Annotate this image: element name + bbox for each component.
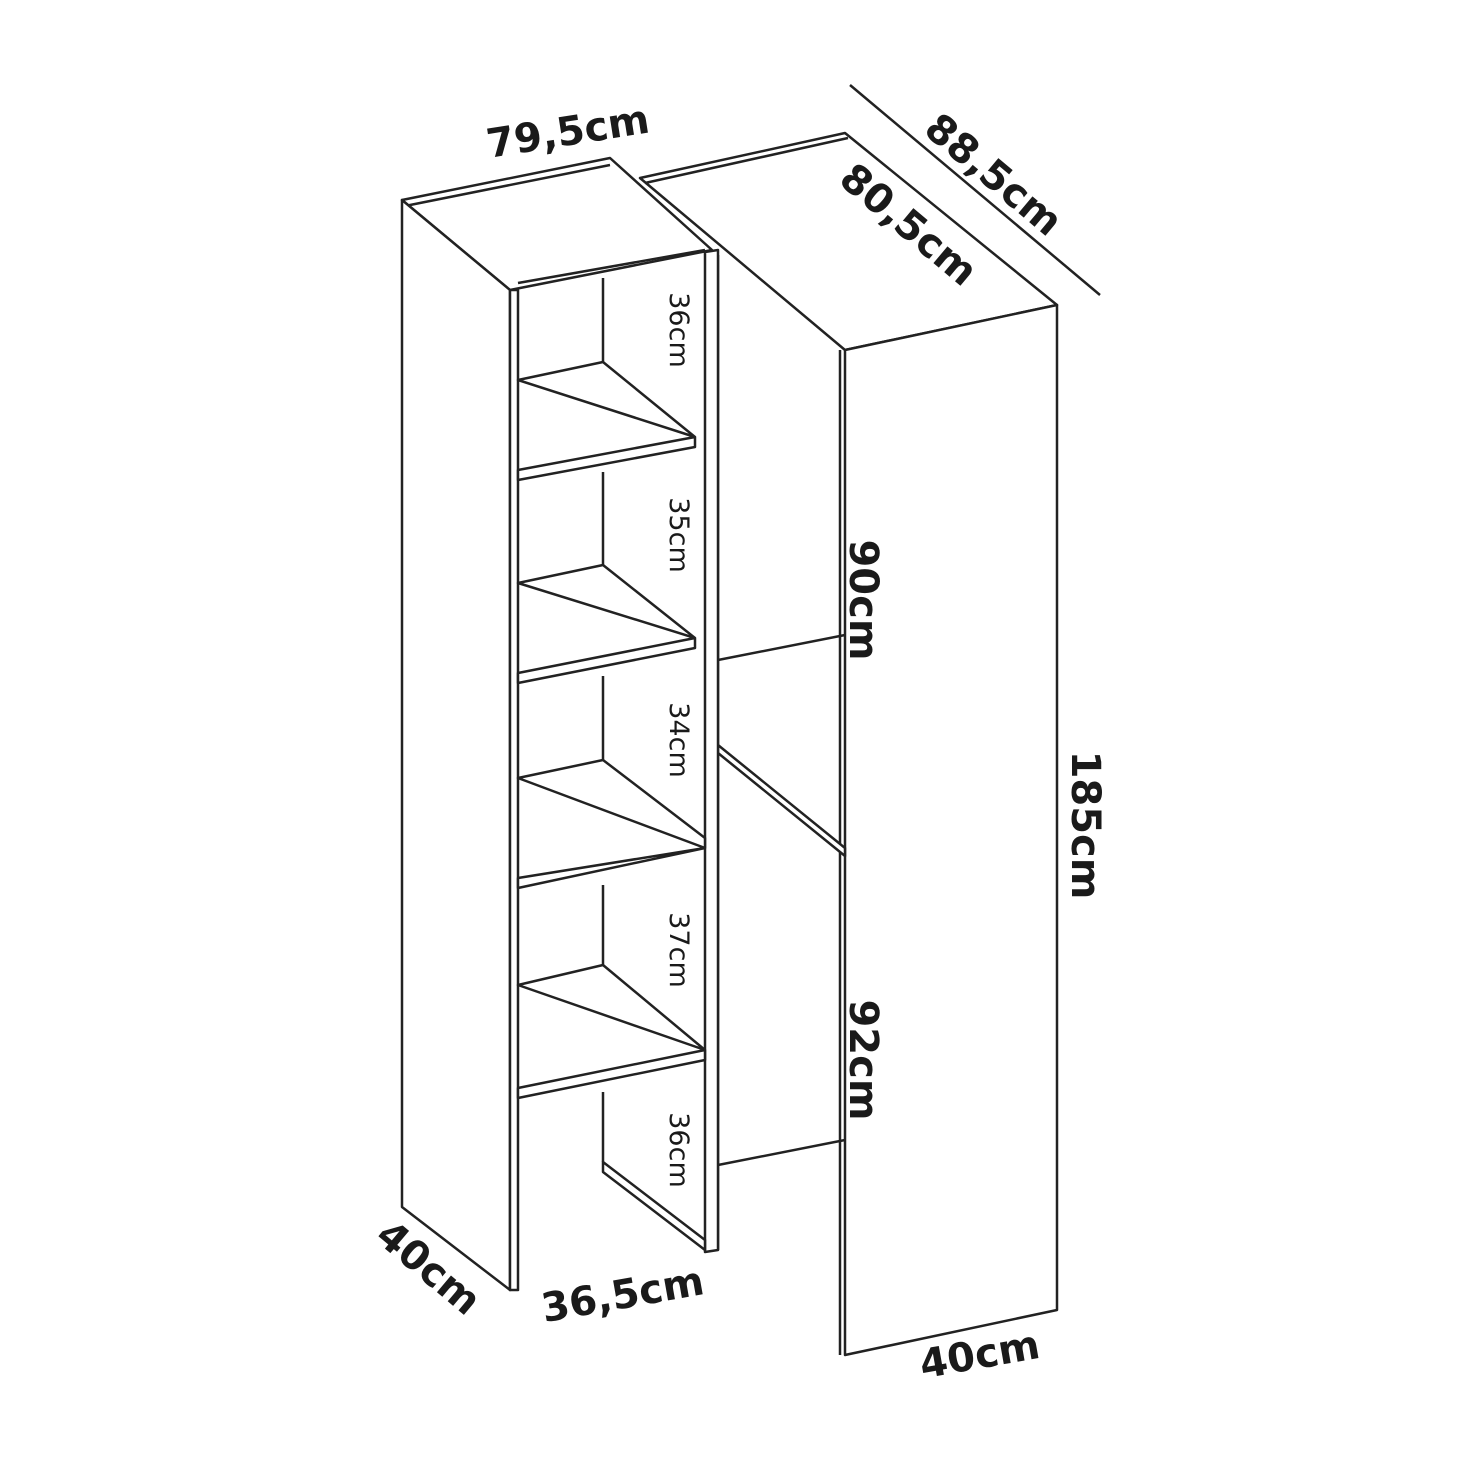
shelf-height-label: 37cm: [663, 912, 694, 988]
height-label: 185cm: [1062, 751, 1108, 900]
upper-compartment-label: 90cm: [840, 539, 886, 660]
lower-compartment-label: 92cm: [840, 999, 886, 1120]
shelf-height-label: 34cm: [663, 702, 694, 778]
shelf-height-label: 36cm: [663, 292, 694, 368]
right-unit: [638, 131, 1059, 1357]
shelves: [516, 360, 707, 1100]
depth-dimension-line: [849, 84, 1101, 296]
shelf-height-label: 35cm: [663, 497, 694, 573]
left-unit: [400, 156, 720, 1292]
inner-width-label: 36,5cm: [538, 1258, 708, 1332]
top-width-label: 79,5cm: [483, 97, 652, 168]
shelf-height-label: 36cm: [663, 1112, 694, 1188]
